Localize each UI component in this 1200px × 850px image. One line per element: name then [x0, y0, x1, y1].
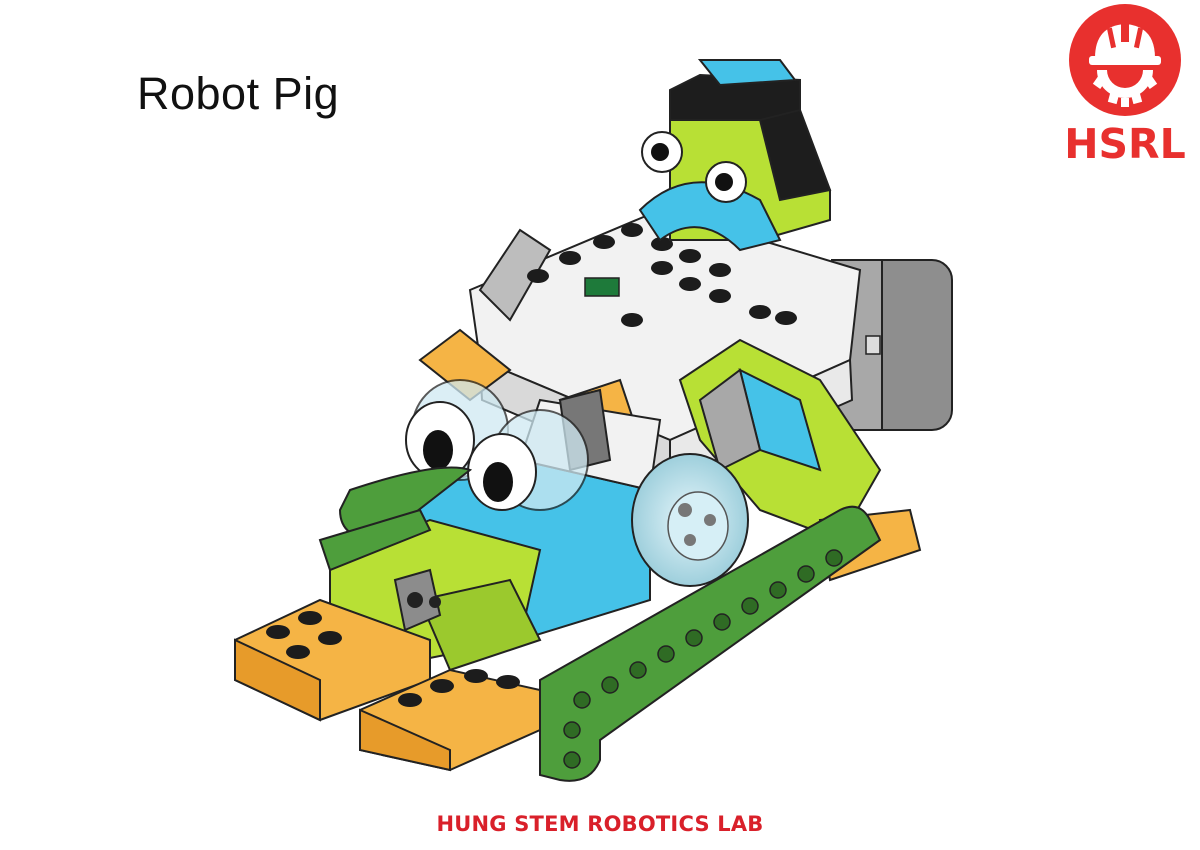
eyes: [405, 379, 589, 511]
slide-title: Robot Pig: [137, 68, 340, 119]
helmet-gear-icon: [1069, 4, 1181, 116]
feet: [234, 598, 541, 772]
rear-liftarm: [539, 505, 882, 782]
hsrl-logo: HSRL: [1064, 4, 1186, 162]
wheel: [631, 453, 749, 587]
head-tower: [638, 59, 832, 252]
footer-lab-name: HUNG STEM ROBOTICS LAB: [436, 812, 764, 836]
logo-text: HSRL: [1064, 120, 1186, 162]
lego-robot-pig-model: [234, 59, 953, 782]
front-legs: [318, 466, 473, 572]
